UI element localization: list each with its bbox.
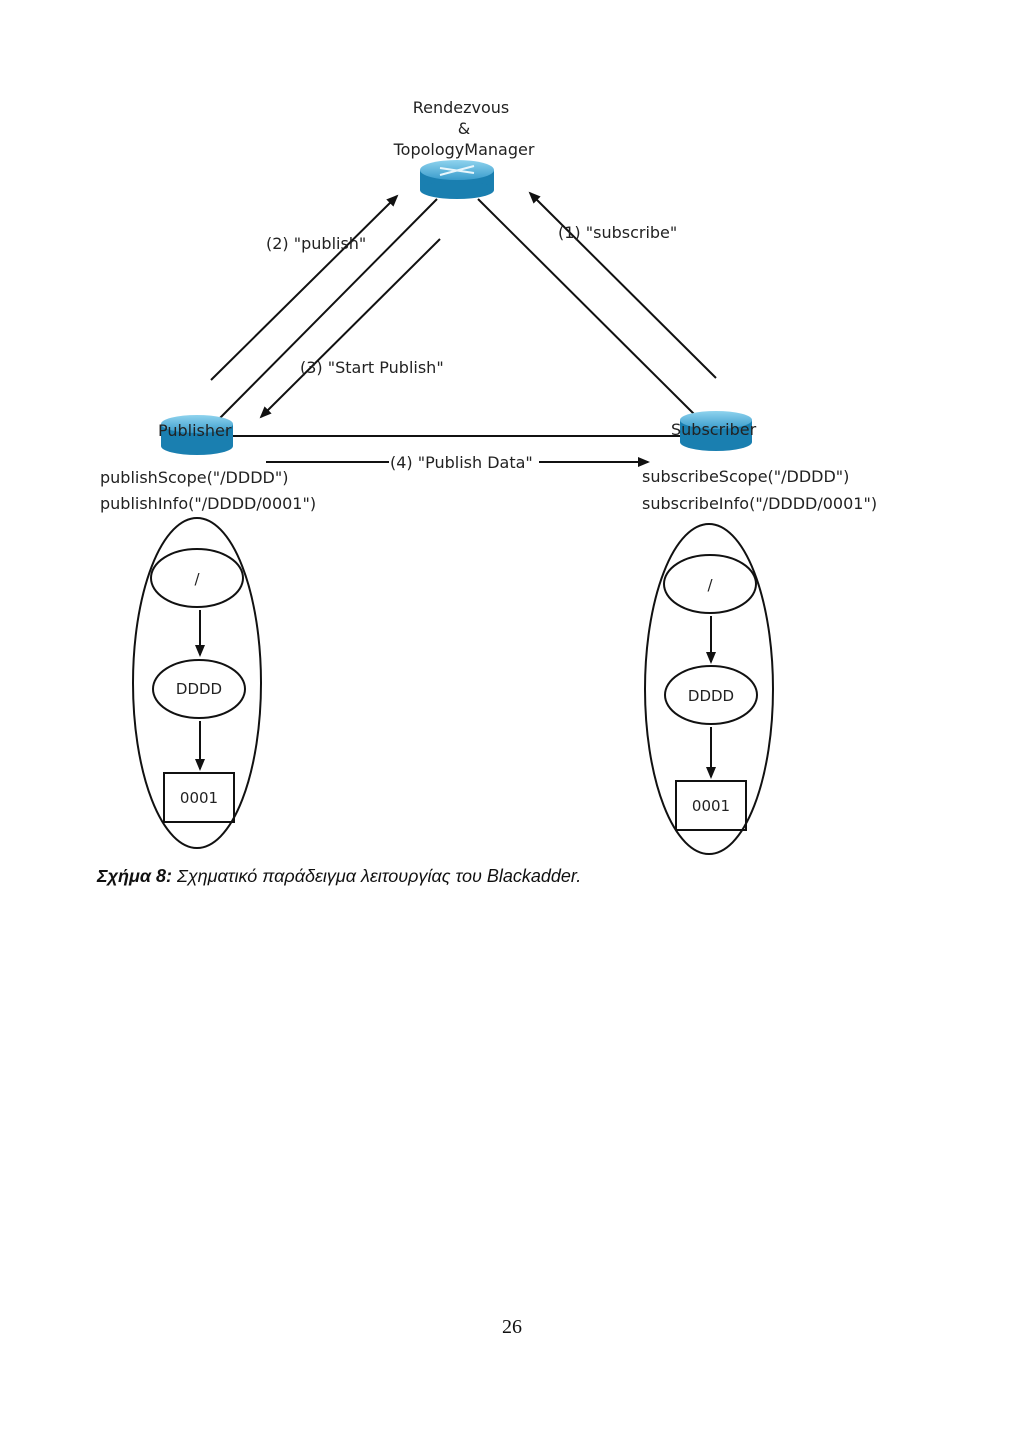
arrow-publish (210, 194, 399, 381)
publisher-call-scope: publishScope("/DDDD") (100, 468, 288, 487)
subscriber-tree-root-label: / (707, 576, 713, 594)
rendezvous-label-line-2: & (458, 119, 470, 138)
subscriber-tree: / DDDD 0001 (644, 523, 774, 855)
router-icon-subscriber (680, 411, 752, 451)
subscriber-tree-item (675, 780, 747, 831)
publisher-tree-item-label: 0001 (180, 789, 218, 807)
subscriber-call-scope: subscribeScope("/DDDD") (642, 467, 849, 486)
page-number: 26 (502, 1316, 522, 1338)
publisher-tree-item (163, 772, 235, 823)
link-subscriber-rendezvous (477, 198, 698, 418)
publisher-tree-scope-label: DDDD (176, 680, 222, 698)
subscriber-tree-item-label: 0001 (692, 797, 730, 815)
link-publisher-rendezvous (219, 198, 438, 419)
figure-caption-label: Σχήμα 8: (97, 866, 173, 886)
label-publish-data: (4) "Publish Data" (390, 453, 533, 472)
arrow-start-publish (259, 238, 441, 419)
publisher-tree: / DDDD 0001 (132, 517, 262, 849)
figure-caption-text: Σχηματικό παράδειγμα λειτουργίας του Bla… (172, 866, 582, 886)
label-start-publish: (3) "Start Publish" (300, 358, 444, 377)
label-subscribe: (1) "subscribe" (558, 223, 677, 242)
router-icon-publisher (161, 415, 233, 455)
publisher-call-info: publishInfo("/DDDD/0001") (100, 494, 316, 513)
publisher-tree-root-label: / (194, 570, 200, 588)
publisher-tree-root (150, 548, 244, 608)
rendezvous-label-line-1: Rendezvous (413, 98, 510, 117)
subscriber-tree-scope-label: DDDD (688, 687, 734, 705)
label-publish: (2) "publish" (266, 234, 366, 253)
publisher-label: Publisher (158, 421, 232, 440)
subscriber-label: Subscriber (671, 420, 757, 439)
publisher-tree-scope (152, 659, 246, 719)
figure-caption: Σχήμα 8: Σχηματικό παράδειγμα λειτουργία… (97, 866, 581, 887)
rendezvous-label-line-3: TopologyManager (393, 140, 535, 159)
arrow-subscribe (528, 191, 717, 379)
subscriber-tree-root (663, 554, 757, 614)
subscriber-tree-scope (664, 665, 758, 725)
subscriber-call-info: subscribeInfo("/DDDD/0001") (642, 494, 877, 513)
router-icon-rendezvous (420, 160, 494, 199)
